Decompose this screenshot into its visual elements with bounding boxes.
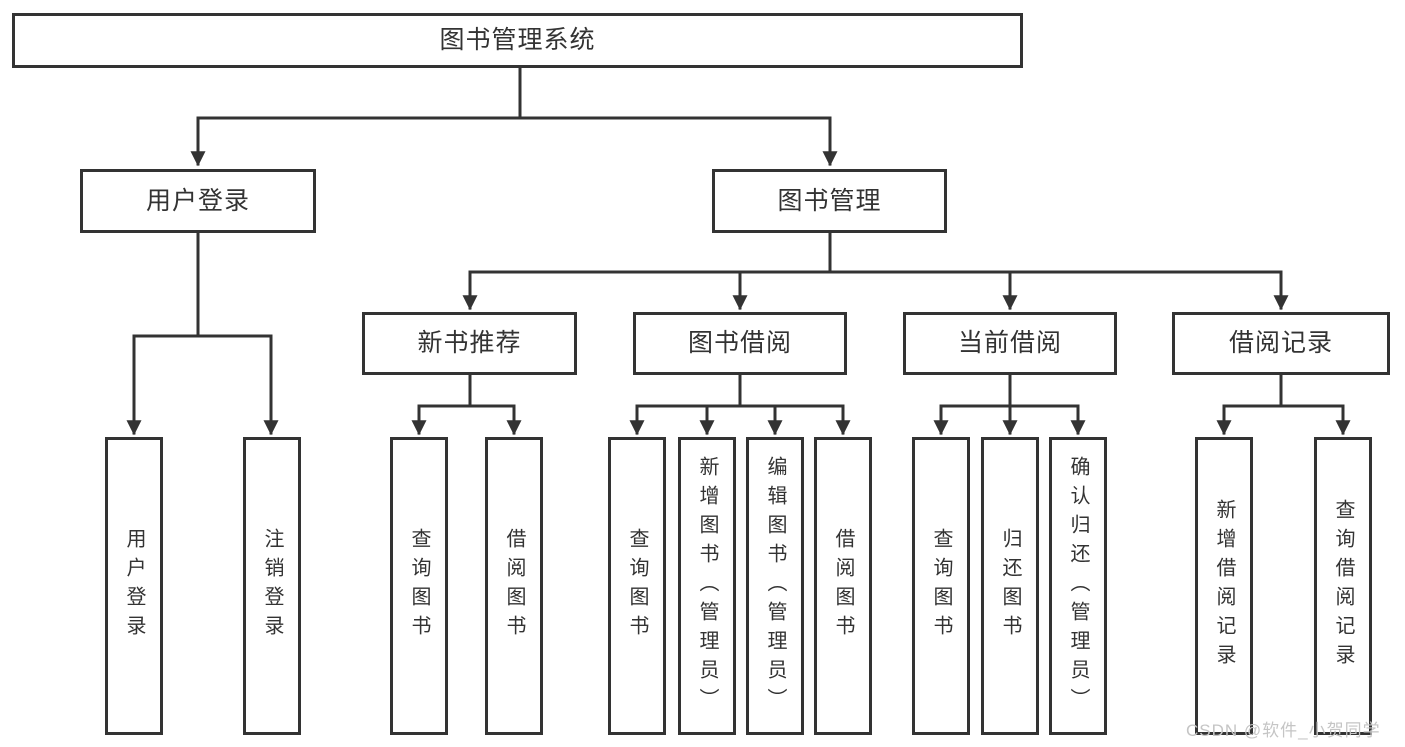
node-label: 用户登录 xyxy=(145,186,250,215)
node-user-login-group: 用户登录 xyxy=(80,169,316,233)
node-label: 新增图书（管理员） xyxy=(696,455,718,717)
leaf-query-borrow-record: 查询借阅记录 xyxy=(1314,437,1372,735)
leaf-logout: 注销登录 xyxy=(243,437,301,735)
leaf-borrow-books-recommend: 借阅图书 xyxy=(485,437,543,735)
leaf-edit-books-admin: 编辑图书（管理员） xyxy=(746,437,804,735)
node-book-management: 图书管理 xyxy=(712,169,947,233)
node-label: 编辑图书（管理员） xyxy=(764,455,786,717)
leaf-user-login: 用户登录 xyxy=(105,437,163,735)
node-label: 查询图书 xyxy=(626,528,648,644)
node-label: 当前借阅 xyxy=(957,329,1062,357)
node-library-management-system: 图书管理系统 xyxy=(12,13,1023,68)
node-book-borrowing: 图书借阅 xyxy=(633,312,847,375)
leaf-add-borrow-record: 新增借阅记录 xyxy=(1195,437,1253,735)
node-current-borrowing: 当前借阅 xyxy=(903,312,1117,375)
leaf-query-books-recommend: 查询图书 xyxy=(390,437,448,735)
node-label: 归还图书 xyxy=(999,528,1021,644)
node-label: 借阅图书 xyxy=(832,528,854,644)
node-label: 查询图书 xyxy=(408,528,430,644)
node-label: 查询借阅记录 xyxy=(1332,499,1354,673)
leaf-return-books: 归还图书 xyxy=(981,437,1039,735)
leaf-add-books-admin: 新增图书（管理员） xyxy=(678,437,736,735)
node-label: 图书管理 xyxy=(777,186,882,215)
node-label: 确认归还（管理员） xyxy=(1067,455,1089,717)
node-label: 借阅记录 xyxy=(1228,329,1333,357)
node-borrowing-records: 借阅记录 xyxy=(1172,312,1390,375)
node-label: 图书管理系统 xyxy=(439,26,596,54)
node-label: 借阅图书 xyxy=(503,528,525,644)
node-label: 新书推荐 xyxy=(417,329,522,357)
leaf-query-books-borrowing: 查询图书 xyxy=(608,437,666,735)
leaf-query-books-current: 查询图书 xyxy=(912,437,970,735)
leaf-confirm-return-admin: 确认归还（管理员） xyxy=(1049,437,1107,735)
csdn-watermark: CSDN @软件_小贺同学 xyxy=(1186,721,1381,740)
node-new-book-recommendation: 新书推荐 xyxy=(362,312,577,375)
leaf-borrow-books: 借阅图书 xyxy=(814,437,872,735)
node-label: 图书借阅 xyxy=(687,329,792,357)
node-label: 用户登录 xyxy=(123,528,145,644)
node-label: 注销登录 xyxy=(261,528,283,644)
node-label: 查询图书 xyxy=(930,528,952,644)
node-label: 新增借阅记录 xyxy=(1213,499,1235,673)
